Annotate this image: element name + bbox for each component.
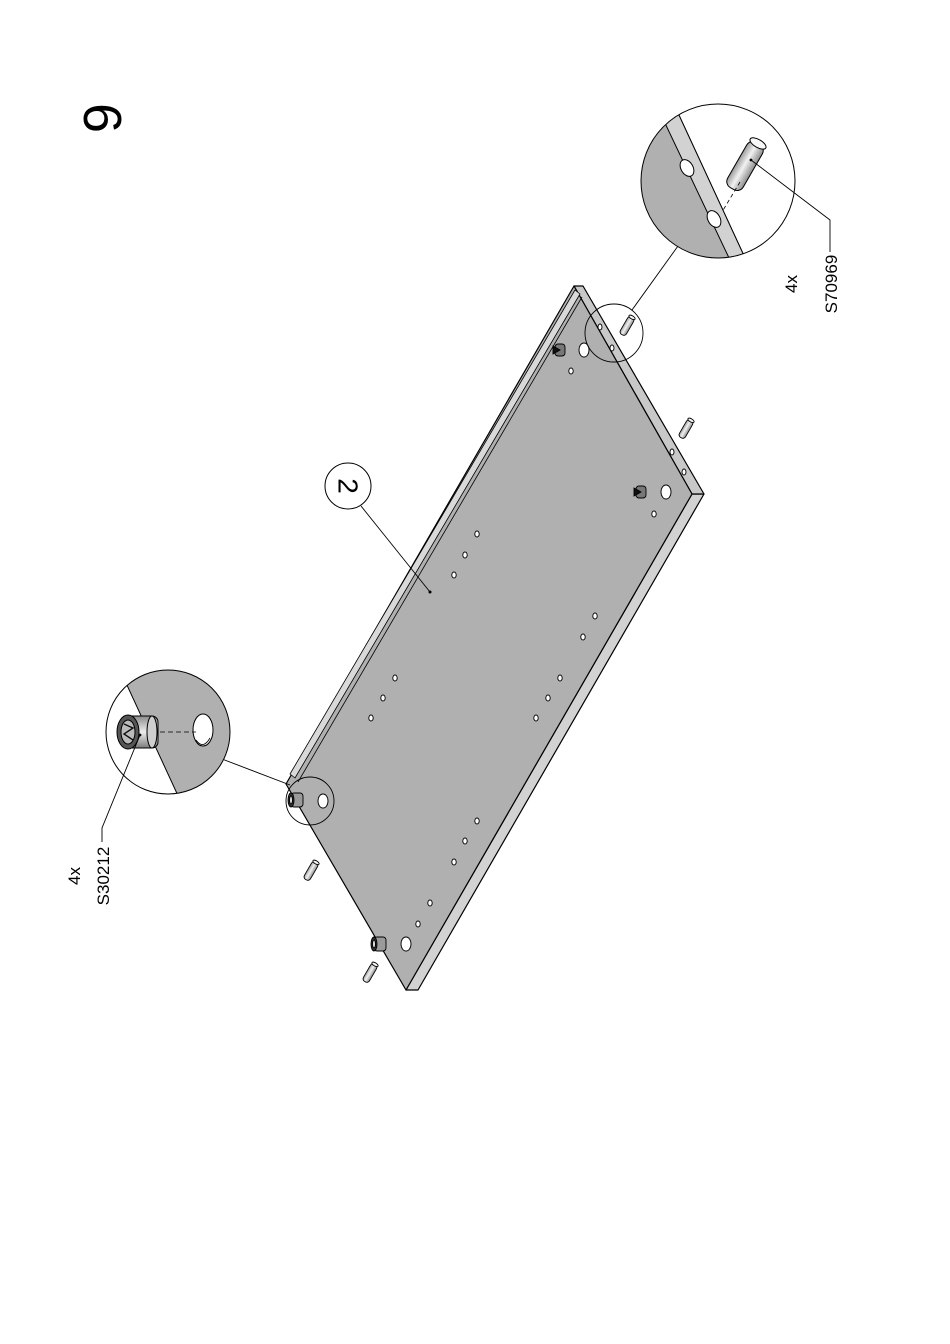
cam-fitting-part-code: S30212 bbox=[94, 847, 113, 906]
dowel-part-code: S70969 bbox=[822, 255, 841, 314]
dowel-detail-callout: 4x S70969 bbox=[585, 100, 841, 362]
step-number: 6 bbox=[72, 103, 132, 133]
panel-face bbox=[286, 286, 692, 990]
dowel-quantity: 4x bbox=[782, 275, 801, 293]
part-label-2: 2 bbox=[325, 463, 432, 594]
part-number: 2 bbox=[333, 478, 364, 494]
panel-part-2 bbox=[286, 286, 704, 990]
cam-bolt-icon bbox=[117, 715, 158, 749]
cam-fitting-quantity: 4x bbox=[65, 867, 84, 885]
